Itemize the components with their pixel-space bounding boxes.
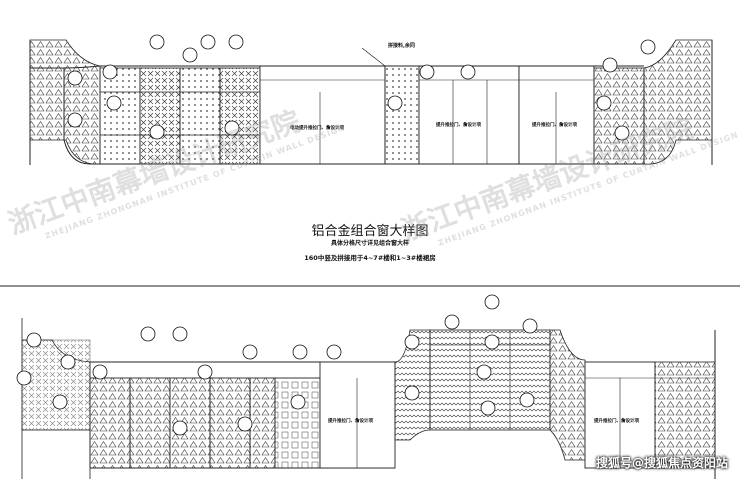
- panel-left-1: [99, 67, 141, 165]
- right-curved-wall: [643, 39, 713, 165]
- bottom-panel-2: [129, 377, 171, 469]
- drawing-note-1: 具体分格尺寸详见组合窗大样: [330, 240, 409, 247]
- panel-right-1: [593, 67, 645, 165]
- door-panel-c: [518, 65, 595, 165]
- bottom-left-hatch: [21, 339, 91, 431]
- window-label-d: 提升推拉门、詹设计项: [328, 419, 373, 424]
- callout-markers-bottom: [16, 294, 538, 436]
- bottom-panel-1: [89, 377, 131, 469]
- door-panel-a: [259, 65, 386, 165]
- drawing-note-2: 160中竖及拼接用于4~7#楼和1~3#楼裙房: [304, 254, 436, 262]
- bottom-panel-5: [249, 377, 276, 469]
- top-callout-label: 拼接料,余同: [388, 43, 415, 49]
- window-label-b: 提升推拉门、詹设计项: [436, 123, 481, 128]
- panel-left-2: [139, 67, 181, 165]
- top-elevation: [29, 34, 713, 165]
- window-label-e: 提升推拉门、詹设计项: [594, 419, 639, 424]
- callout-markers-top: [67, 34, 656, 141]
- mullion-mid: [384, 65, 420, 165]
- window-label-c: 提升推拉门、詹设计项: [532, 123, 577, 128]
- bottom-panel-6: [274, 377, 321, 469]
- window-label-a: 电动提升推拉门、詹设计项: [290, 126, 344, 131]
- door-panel-b: [418, 65, 520, 165]
- left-curved-wall: [29, 39, 101, 165]
- panel-left-4: [219, 67, 261, 165]
- bottom-right-curve: [549, 329, 586, 461]
- bottom-door-a: [319, 361, 396, 469]
- source-credit: 搜狐号@搜狐焦点资阳站: [595, 456, 728, 470]
- drawing-title: 铝合金组合窗大样图: [311, 224, 429, 239]
- bottom-elevation: [0, 285, 740, 479]
- panel-left-3: [179, 67, 221, 165]
- bottom-right-panel: [654, 361, 716, 469]
